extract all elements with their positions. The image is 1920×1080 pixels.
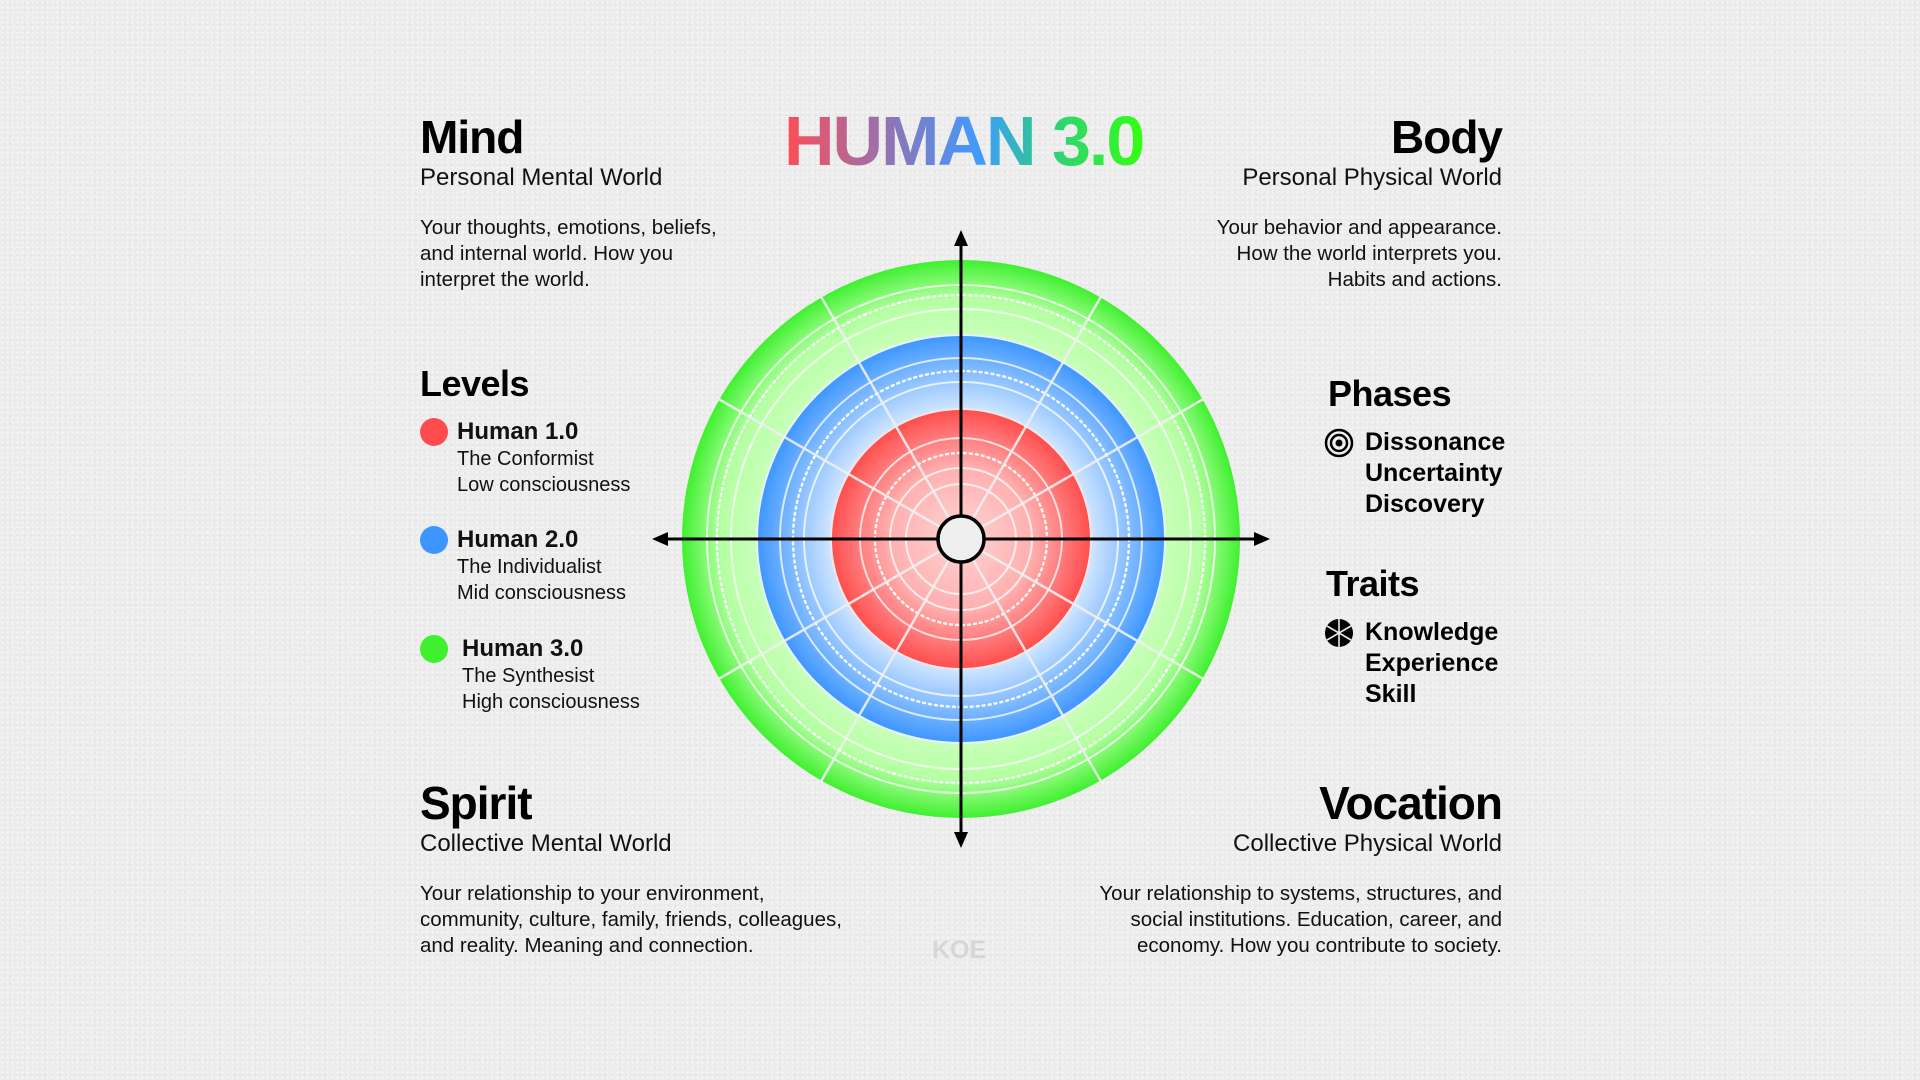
spoke-line (971, 296, 1102, 519)
green-dot-icon (420, 635, 448, 663)
phases-list: Dissonance Uncertainty Discovery (1365, 427, 1505, 520)
vocation-desc-line: economy. How you contribute to society. (1137, 933, 1502, 957)
phase-item: Dissonance (1365, 428, 1506, 456)
trait-item: Knowledge (1365, 618, 1499, 646)
vocation-desc-line: Your relationship to systems, structures… (1099, 881, 1502, 905)
arrow-down-icon (954, 832, 968, 848)
spirit-desc-line: community, culture, family, friends, col… (420, 907, 842, 931)
vocation-title: Vocation (1319, 777, 1503, 829)
body-title: Body (1391, 111, 1503, 163)
quadrant-body: Body Personal Physical World Your behavi… (1216, 111, 1503, 293)
trait-item: Skill (1365, 680, 1417, 708)
quadrant-vocation: Vocation Collective Physical World Your … (1099, 777, 1503, 959)
level-type: The Conformist (457, 448, 594, 470)
vocation-desc-line: social institutions. Education, career, … (1130, 907, 1503, 931)
quadrant-spirit: Spirit Collective Mental World Your rela… (420, 780, 842, 959)
spoke-line (971, 559, 1102, 782)
level-name: Human 3.0 (462, 635, 584, 662)
vocation-subtitle: Collective Physical World (1233, 830, 1502, 857)
traits-heading: Traits (1326, 563, 1420, 604)
level-name: Human 1.0 (457, 418, 579, 445)
mind-subtitle: Personal Mental World (420, 164, 663, 191)
concentric-circles-icon (1324, 428, 1354, 458)
level-consciousness: High consciousness (462, 691, 640, 713)
spoke-line (718, 398, 941, 529)
body-desc-line: Habits and actions. (1327, 267, 1502, 291)
level-name: Human 2.0 (457, 526, 579, 553)
levels-heading: Levels (420, 363, 530, 404)
body-desc-line: How the world interprets you. (1236, 241, 1502, 265)
mind-desc-line: interpret the world. (420, 267, 590, 291)
quadrant-mind: Mind Personal Mental World Your thoughts… (420, 114, 717, 293)
center-hole (936, 514, 986, 564)
level-type: The Individualist (457, 556, 602, 578)
red-dot-icon (420, 418, 448, 446)
phase-item: Uncertainty (1365, 459, 1503, 487)
arrow-right-icon (1254, 532, 1270, 546)
mind-desc-line: Your thoughts, emotions, beliefs, (420, 215, 717, 239)
trait-item: Experience (1365, 649, 1499, 677)
spoke-line (820, 559, 951, 782)
arrow-up-icon (954, 230, 968, 246)
spoke-line (820, 296, 951, 519)
spirit-title: Spirit (420, 777, 533, 829)
body-desc-line: Your behavior and appearance. (1216, 215, 1502, 239)
level-consciousness: Low consciousness (457, 474, 631, 496)
body-subtitle: Personal Physical World (1242, 164, 1502, 191)
mind-desc-line: and internal world. How you (420, 241, 673, 265)
spirit-desc-line: and reality. Meaning and connection. (420, 933, 754, 957)
watermark-logo: KOE (932, 936, 987, 964)
arrow-left-icon (652, 532, 668, 546)
level-consciousness: Mid consciousness (457, 582, 626, 604)
spoke-line (718, 549, 941, 680)
spoke-line (981, 549, 1204, 680)
spirit-subtitle: Collective Mental World (420, 830, 672, 857)
segmented-circle-icon (1325, 619, 1353, 647)
levels-legend: Human 1.0 The Conformist Low consciousne… (420, 418, 680, 728)
spoke-line (981, 398, 1204, 529)
mind-title: Mind (420, 111, 524, 163)
phase-item: Discovery (1365, 490, 1485, 518)
spirit-desc-line: Your relationship to your environment, (420, 881, 765, 905)
traits-list: Knowledge Experience Skill (1365, 617, 1498, 710)
blue-dot-icon (420, 526, 448, 554)
page-title: HUMAN 3.0 (784, 102, 1144, 180)
phases-heading: Phases (1328, 373, 1452, 414)
level-type: The Synthesist (462, 665, 595, 687)
